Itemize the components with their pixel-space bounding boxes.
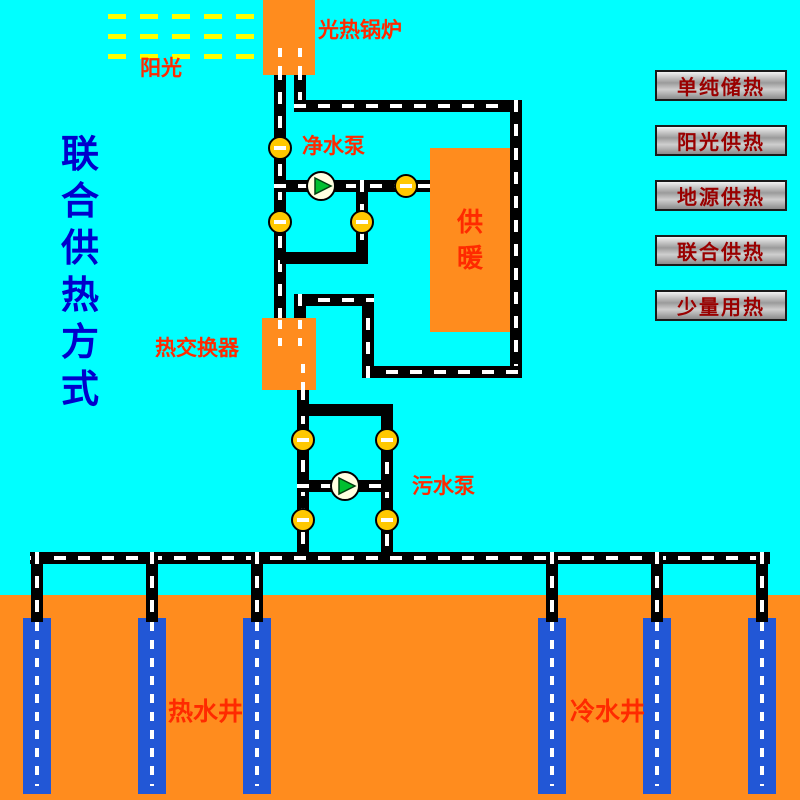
sunlight-label: 阳光	[140, 57, 182, 80]
pipe-right-riser	[510, 100, 522, 378]
valve-icon	[375, 428, 399, 452]
clean-water-pump-icon	[305, 170, 337, 202]
pipe-well-drop	[251, 552, 263, 622]
heating-label: 供暖	[456, 207, 483, 273]
valve-icon	[291, 428, 315, 452]
pipe-stub	[298, 48, 302, 75]
cold-water-well	[643, 618, 671, 794]
pipe-bypass-idle	[280, 252, 368, 264]
button-combined-heating[interactable]: 联合供热	[655, 235, 787, 266]
cold-water-well	[748, 618, 776, 794]
pipe-stub	[298, 320, 302, 346]
pipe-idle-connector	[297, 404, 393, 416]
pipe	[294, 294, 306, 324]
pipe-boiler-to-exchanger	[274, 68, 286, 320]
valve-icon	[350, 210, 374, 234]
hot-water-well	[138, 618, 166, 794]
pipe-well-drop	[146, 552, 158, 622]
pipe-well-drop	[651, 552, 663, 622]
valve-icon	[375, 508, 399, 532]
button-simple-storage[interactable]: 单纯储热	[655, 70, 787, 101]
hot-water-well	[243, 618, 271, 794]
boiler-label: 光热锅炉	[318, 19, 402, 42]
button-ground-heating[interactable]: 地源供热	[655, 180, 787, 211]
cold-well-label: 冷水井	[570, 698, 646, 726]
sunlight-rays	[108, 14, 254, 19]
pipe-top-return	[294, 100, 522, 112]
boiler-box	[263, 0, 315, 75]
pipe	[362, 294, 374, 378]
valve-icon	[268, 210, 292, 234]
pipe-main-well-header	[30, 552, 770, 564]
pipe-well-drop	[756, 552, 768, 622]
pipe-stub	[278, 48, 282, 75]
ground	[0, 595, 800, 800]
pipe	[362, 366, 522, 378]
cold-water-well	[538, 618, 566, 794]
pipe-stub	[278, 320, 282, 346]
clean-water-pump-label: 净水泵	[302, 135, 365, 158]
pipe-stub	[301, 364, 305, 390]
pump-triangle	[338, 476, 357, 496]
pipe-well-riser	[381, 438, 393, 564]
pipe	[294, 294, 374, 306]
pipe-well-drop	[546, 552, 558, 622]
heating-box: 供暖	[430, 148, 510, 332]
pump-triangle	[314, 176, 333, 196]
valve-icon	[394, 174, 418, 198]
sunlight-rays	[108, 34, 254, 39]
sewage-pump-icon	[329, 470, 361, 502]
sewage-pump-label: 污水泵	[412, 475, 475, 498]
heat-exchanger-label: 热交换器	[155, 337, 239, 360]
button-small-usage[interactable]: 少量用热	[655, 290, 787, 321]
valve-icon	[291, 508, 315, 532]
pipe-well-drop	[31, 552, 43, 622]
mode-title: 联合供热方式	[60, 134, 99, 411]
button-solar-heating[interactable]: 阳光供热	[655, 125, 787, 156]
sunlight-rays	[108, 54, 254, 59]
valve-icon	[268, 136, 292, 160]
hot-well-label: 热水井	[168, 698, 244, 726]
heat-exchanger-box	[262, 318, 316, 390]
hot-water-well	[23, 618, 51, 794]
